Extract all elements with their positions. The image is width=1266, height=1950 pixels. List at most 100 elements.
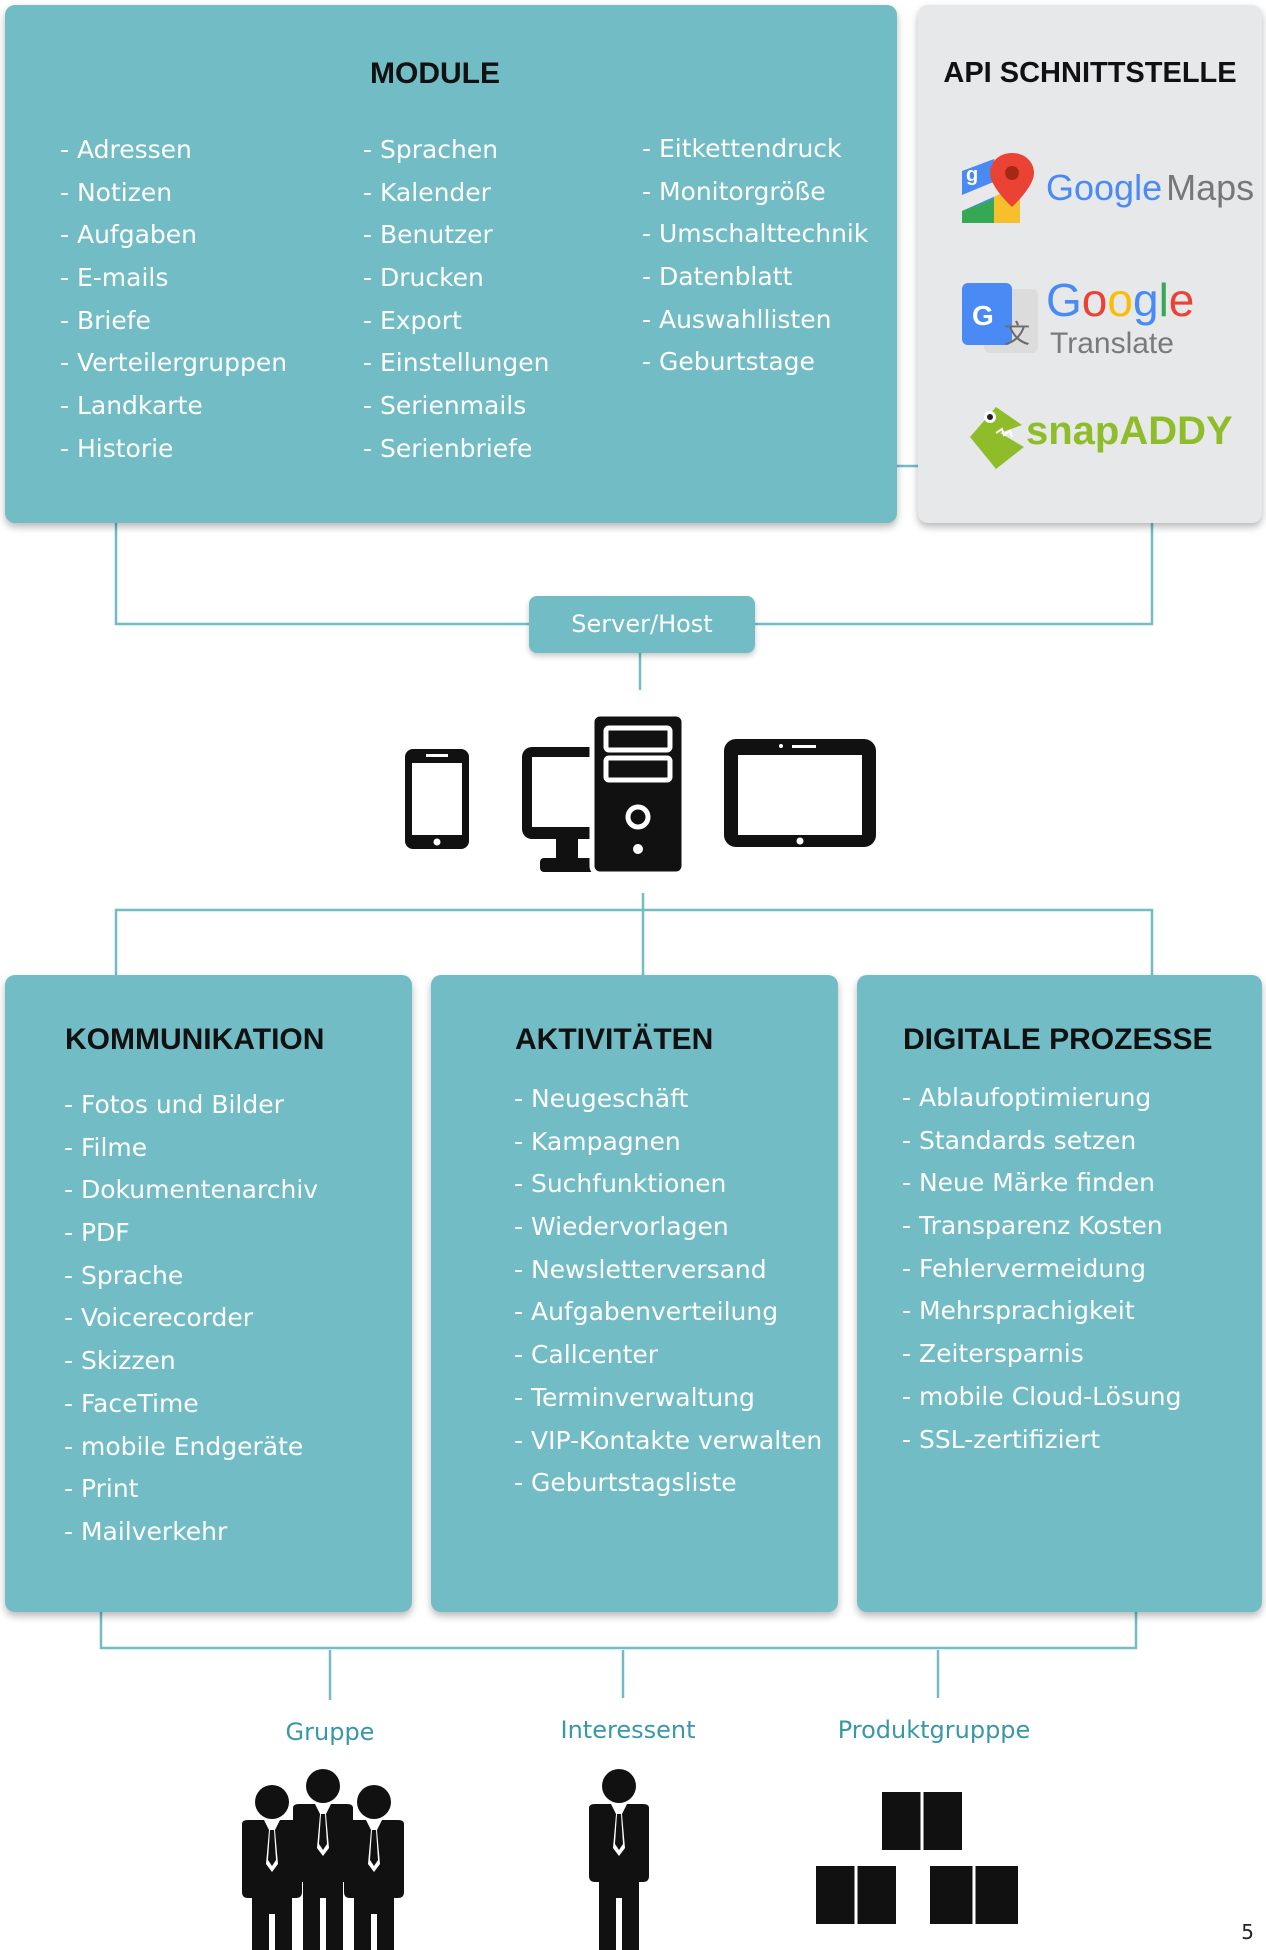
list-item: Benutzer (363, 214, 549, 257)
google-translate-google: Google (1046, 274, 1195, 326)
list-item: Verteilergruppen (60, 342, 287, 385)
list-item: Fotos und Bilder (64, 1084, 318, 1127)
page-number: 5 (1241, 1920, 1254, 1944)
list-item: Briefe (60, 300, 287, 343)
google-maps-maps: Maps (1166, 167, 1255, 208)
tablet-icon (724, 739, 876, 847)
list-item: Callcenter (514, 1334, 822, 1377)
list-item: mobile Endgeräte (64, 1426, 318, 1469)
kommunikation-title: KOMMUNIKATION (65, 1023, 325, 1056)
google-translate-translate: Translate (1050, 327, 1174, 360)
list-item: E-mails (60, 257, 287, 300)
list-item: mobile Cloud-Lösung (902, 1376, 1182, 1419)
list-item: Aufgaben (60, 214, 287, 257)
list-item: Historie (60, 428, 287, 471)
svg-text:g: g (966, 164, 978, 186)
aktivitaeten-panel: AKTIVITÄTEN Neugeschäft Kampagnen Suchfu… (431, 975, 838, 1612)
module-title: MODULE (370, 57, 500, 90)
list-item: Neue Märke finden (902, 1162, 1182, 1205)
svg-text:文: 文 (1004, 320, 1030, 350)
list-item: Newsletterversand (514, 1249, 822, 1292)
module-list-col3: Eitkettendruck Monitorgröße Umschalttech… (642, 128, 868, 384)
svg-text:G: G (972, 300, 994, 331)
list-item: Kalender (363, 172, 549, 215)
connector-top-bus (114, 908, 1154, 975)
snapaddy-snap: snap (1026, 409, 1120, 453)
list-item: Einstellungen (363, 342, 549, 385)
aktivitaeten-title: AKTIVITÄTEN (515, 1023, 714, 1056)
list-item: Eitkettendruck (642, 128, 868, 171)
kommunikation-panel: KOMMUNIKATION Fotos und Bilder Filme Dok… (5, 975, 412, 1612)
google-translate-icon: G 文 (962, 283, 1038, 353)
list-item: Suchfunktionen (514, 1163, 822, 1206)
digitale-prozesse-title: DIGITALE PROZESSE (903, 1023, 1213, 1056)
list-item: Print (64, 1468, 318, 1511)
list-item: Fehlervermeidung (902, 1248, 1182, 1291)
list-item: Ablaufoptimierung (902, 1077, 1182, 1120)
computer-tower-icon (589, 711, 687, 877)
list-item: Voicerecorder (64, 1297, 318, 1340)
list-item: Adressen (60, 129, 287, 172)
list-item: FaceTime (64, 1383, 318, 1426)
list-item: Kampagnen (514, 1121, 822, 1164)
list-item: Standards setzen (902, 1120, 1182, 1163)
list-item: Aufgabenverteilung (514, 1291, 822, 1334)
list-item: Monitorgröße (642, 171, 868, 214)
module-panel: MODULE Adressen Notizen Aufgaben E-mails… (5, 5, 897, 523)
google-maps-google: Google (1046, 167, 1163, 208)
snapaddy-crocodile-icon (970, 407, 1024, 469)
connector-api-to-server (755, 520, 1154, 626)
list-item: Filme (64, 1127, 318, 1170)
list-item: SSL-zertifiziert (902, 1419, 1182, 1462)
connector-bottom-bus (99, 1612, 1138, 1650)
single-person-icon (589, 1769, 649, 1950)
list-item: Geburtstage (642, 341, 868, 384)
gruppe-label: Gruppe (285, 1718, 375, 1746)
digitale-prozesse-panel: DIGITALE PROZESSE Ablaufoptimierung Stan… (857, 975, 1262, 1612)
list-item: Notizen (60, 172, 287, 215)
list-item: Geburtstagsliste (514, 1462, 822, 1505)
list-item: Serienmails (363, 385, 549, 428)
produktgruppe-label: Produktgrupppe (837, 1716, 1031, 1744)
list-item: Mailverkehr (64, 1511, 318, 1554)
list-item: Drucken (363, 257, 549, 300)
kommunikation-list: Fotos und Bilder Filme Dokumentenarchiv … (64, 1084, 318, 1554)
module-list-col1: Adressen Notizen Aufgaben E-mails Briefe… (60, 129, 287, 471)
api-title: API SCHNITTSTELLE (943, 57, 1237, 89)
list-item: Zeitersparnis (902, 1333, 1182, 1376)
list-item: Terminverwaltung (514, 1377, 822, 1420)
list-item: Datenblatt (642, 256, 868, 299)
server-host-label: Server/Host (529, 596, 755, 653)
list-item: PDF (64, 1212, 318, 1255)
google-maps-pin-icon: g (962, 153, 1034, 223)
list-item: VIP-Kontakte verwalten (514, 1420, 822, 1463)
snapaddy-logo: snapADDY (966, 403, 1256, 483)
list-item: Export (363, 300, 549, 343)
google-translate-logo: G 文 Google Translate (960, 273, 1250, 373)
list-item: Sprache (64, 1255, 318, 1298)
list-item: Landkarte (60, 385, 287, 428)
list-item: Dokumentenarchiv (64, 1169, 318, 1212)
snapaddy-addy: ADDY (1119, 409, 1233, 453)
aktivitaeten-list: Neugeschäft Kampagnen Suchfunktionen Wie… (514, 1078, 822, 1505)
list-item: Auswahllisten (642, 299, 868, 342)
smartphone-icon (405, 749, 469, 849)
list-item: Skizzen (64, 1340, 318, 1383)
list-item: Mehrsprachigkeit (902, 1290, 1182, 1333)
connector-module-to-server (114, 520, 529, 626)
interessent-label: Interessent (560, 1716, 696, 1744)
snapaddy-wordmark: snapADDY (1026, 409, 1233, 454)
list-item: Neugeschäft (514, 1078, 822, 1121)
module-list-col2: Sprachen Kalender Benutzer Drucken Expor… (363, 129, 549, 471)
boxes-icon (816, 1792, 1018, 1924)
list-item: Wiedervorlagen (514, 1206, 822, 1249)
list-item: Sprachen (363, 129, 549, 172)
list-item: Serienbriefe (363, 428, 549, 471)
digitale-prozesse-list: Ablaufoptimierung Standards setzen Neue … (902, 1077, 1182, 1461)
